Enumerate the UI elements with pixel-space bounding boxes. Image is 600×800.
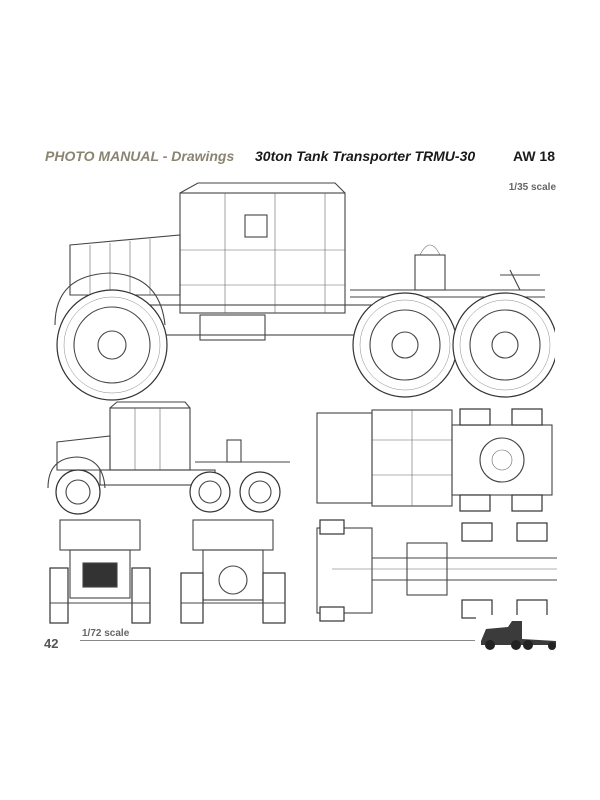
series-code: AW 18 [512,148,555,164]
scale-label-small: 1/72 scale [82,628,130,639]
rear-view-drawing [178,518,288,626]
footer-rule [80,640,475,641]
model-photo-thumbnail [476,615,561,653]
top-view-drawing [312,405,562,515]
underside-view-drawing [312,518,562,623]
side-view-drawing-large [50,175,555,405]
front-view-drawing [45,518,155,626]
page-number: 42 [44,636,59,651]
side-view-drawing-small [45,400,295,515]
document-title: 30ton Tank Transporter TRMU-30 [255,148,476,164]
scale-label-large: 1/35 scale [508,182,556,193]
section-title: PHOTO MANUAL - Drawings [45,148,235,164]
